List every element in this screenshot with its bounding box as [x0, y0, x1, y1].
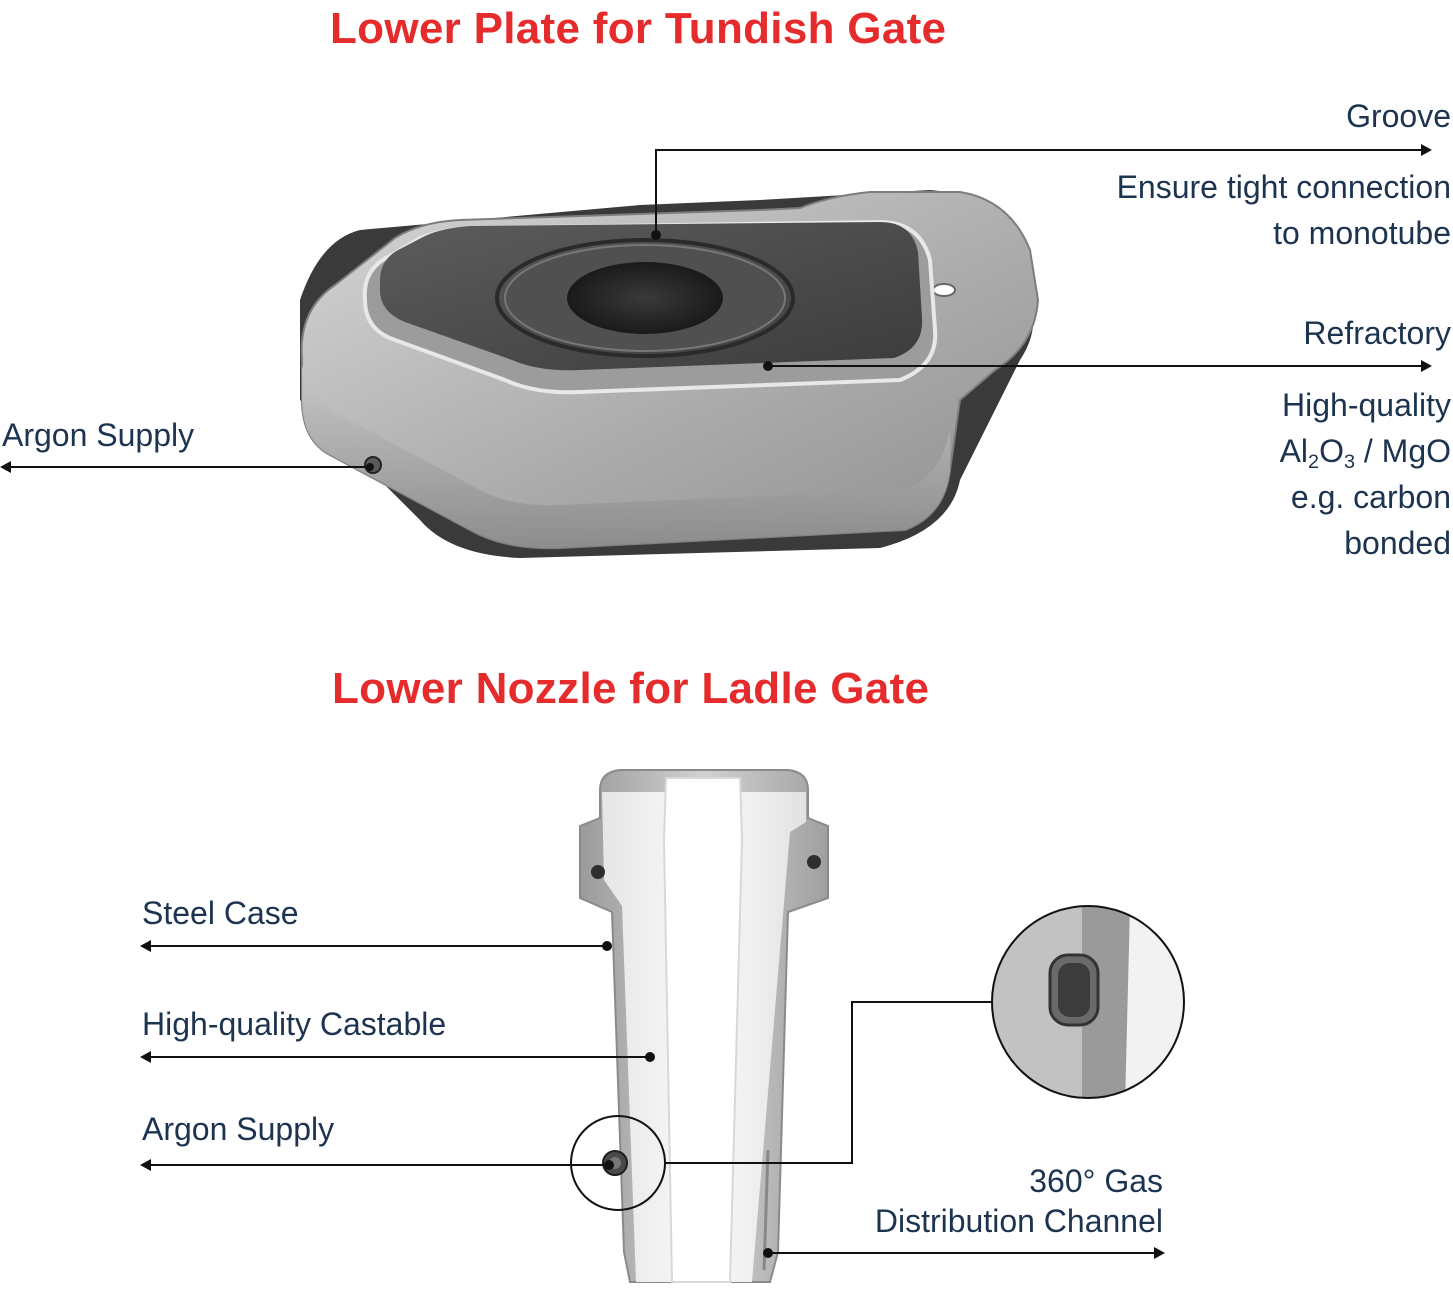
- lower-nozzle-illustration: [580, 770, 828, 1282]
- groove-description-line-2: to monotube: [1273, 210, 1451, 256]
- nozzle-argon-supply-label: Argon Supply: [142, 1106, 334, 1152]
- refractory-formula: Al2O3 / MgO: [1280, 428, 1451, 474]
- channel-label-line-2: Distribution Channel: [875, 1198, 1163, 1244]
- formula-o: O: [1319, 433, 1344, 469]
- formula-sub-2: 2: [1308, 451, 1319, 473]
- lower-plate-illustration: [300, 190, 1038, 558]
- plate-title: Lower Plate for Tundish Gate: [330, 4, 946, 54]
- nozzle-title: Lower Nozzle for Ladle Gate: [332, 664, 929, 714]
- groove-label: Groove: [1346, 93, 1451, 139]
- refractory-description-line-1: High-quality: [1282, 382, 1451, 428]
- formula-al: Al: [1280, 433, 1308, 469]
- castable-label: High-quality Castable: [142, 1001, 446, 1047]
- refractory-description-line-4: bonded: [1344, 520, 1451, 566]
- formula-mgo: / MgO: [1355, 433, 1451, 469]
- refractory-label: Refractory: [1303, 310, 1451, 356]
- refractory-description-line-3: e.g. carbon: [1291, 474, 1451, 520]
- formula-sub-3: 3: [1344, 451, 1355, 473]
- groove-description-line-1: Ensure tight connection: [1117, 164, 1451, 210]
- steel-case-label: Steel Case: [142, 890, 299, 936]
- plate-argon-supply-label: Argon Supply: [2, 412, 194, 458]
- argon-fitting-zoom-detail: [992, 906, 1184, 1106]
